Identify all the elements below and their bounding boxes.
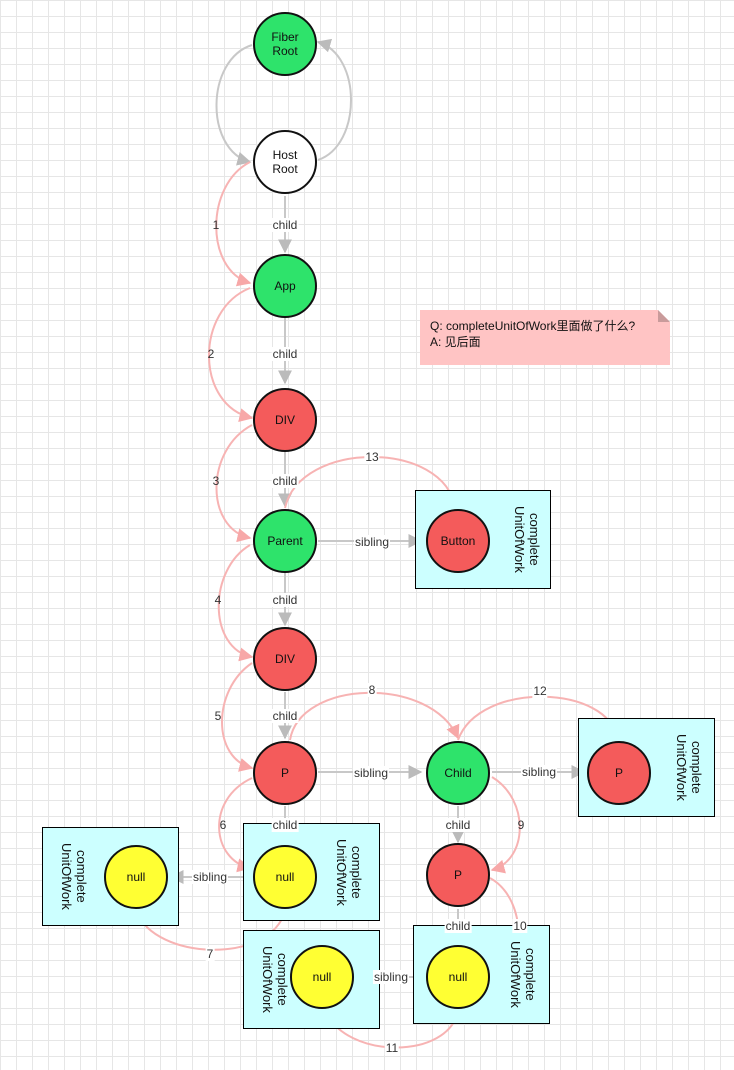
node-null-left: null (104, 845, 168, 909)
edge-label-child: child (444, 919, 472, 933)
step-number: 10 (512, 919, 528, 933)
complete-box-label: complete UnitOfWork (512, 506, 542, 573)
node-button: Button (426, 509, 490, 573)
node-child: Child (426, 741, 490, 805)
step-number: 11 (384, 1041, 400, 1055)
node-p-right: P (587, 741, 651, 805)
step-number: 7 (205, 947, 215, 961)
complete-box-label: complete UnitOfWork (674, 734, 704, 801)
step-number: 3 (212, 474, 220, 488)
node-app: App (253, 254, 317, 318)
edge-fiber-to-host (215, 44, 253, 166)
complete-box-label: complete UnitOfWork (59, 843, 89, 910)
edge-label-child: child (444, 818, 472, 832)
edge-label-sibling: sibling (353, 535, 391, 549)
question-note: Q: completeUnitOfWork里面做了什么? A: 见后面 (420, 310, 670, 365)
node-p-2: P (426, 843, 490, 907)
complete-box-label: complete UnitOfWork (334, 838, 364, 906)
edge-label-sibling: sibling (520, 765, 558, 779)
step-number: 6 (219, 818, 227, 832)
step-number: 1 (212, 218, 220, 232)
step-arc-2 (208, 287, 254, 423)
edge-label-sibling: sibling (191, 870, 229, 884)
edge-label-child: child (271, 474, 299, 488)
edge-label-child: child (271, 218, 299, 232)
edge-label-child: child (271, 593, 299, 607)
step-number: 4 (214, 593, 222, 607)
node-null-mid: null (290, 945, 354, 1009)
step-number: 12 (532, 684, 548, 698)
node-null-1: null (253, 845, 317, 909)
step-arc-1 (215, 161, 252, 287)
note-question: Q: completeUnitOfWork里面做了什么? (430, 319, 636, 333)
step-number: 2 (207, 347, 215, 361)
node-parent: Parent (253, 509, 317, 573)
node-div-2: DIV (253, 627, 317, 691)
node-host-root: Host Root (253, 130, 317, 194)
node-null-bottom: null (426, 945, 490, 1009)
edge-label-child: child (271, 347, 299, 361)
step-arc-5 (221, 662, 254, 772)
node-div-1: DIV (253, 388, 317, 452)
step-arc-6 (218, 777, 253, 873)
step-arc-4 (217, 544, 254, 662)
edge-label-child: child (271, 818, 299, 832)
step-arc-9 (490, 776, 521, 874)
step-number: 8 (367, 683, 377, 697)
step-number: 5 (214, 709, 222, 723)
step-arc-8 (289, 691, 460, 741)
edge-host-to-fiber (316, 38, 352, 161)
node-fiber-root: Fiber Root (253, 12, 317, 76)
step-number: 13 (364, 450, 380, 464)
step-arc-3 (215, 424, 253, 543)
node-p-1: P (253, 741, 317, 805)
edge-label-child: child (271, 709, 299, 723)
edge-label-sibling: sibling (372, 970, 410, 984)
edge-label-sibling: sibling (352, 766, 390, 780)
note-answer: A: 见后面 (430, 335, 481, 349)
step-number: 9 (517, 818, 525, 832)
complete-box-label: complete UnitOfWork (508, 941, 538, 1008)
complete-box-label: complete UnitOfWork (260, 946, 290, 1013)
